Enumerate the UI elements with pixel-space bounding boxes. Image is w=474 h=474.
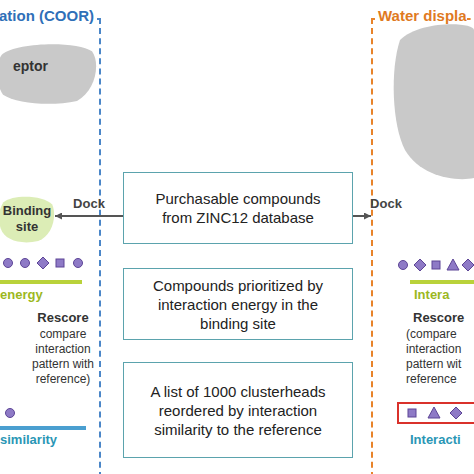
method-panel: Water displa <box>371 18 474 474</box>
step-note: (compare interaction pattern wit referen… <box>406 327 474 387</box>
process-box: A list of 1000 clusterheads reordered by… <box>123 362 353 458</box>
ligand-diamond <box>450 407 462 419</box>
similarity-bar <box>0 426 86 430</box>
ligand-square <box>56 259 64 267</box>
binding-site-shape: Binding site <box>0 195 55 243</box>
ligand-circle <box>21 259 30 268</box>
receptor-label: eptor <box>13 58 48 74</box>
receptor-shape: eptor <box>0 42 97 104</box>
ligand-circle <box>4 259 13 268</box>
score-label: Intera <box>414 287 449 302</box>
ligand-diamond <box>37 257 49 269</box>
highlight-box <box>398 403 474 423</box>
process-box: Compounds prioritized by interaction ene… <box>123 268 353 340</box>
edge-label: Dock <box>370 196 402 211</box>
process-box: Purchasable compounds from ZINC12 databa… <box>123 172 353 244</box>
score-bar <box>0 280 82 284</box>
step-label: Rescore <box>20 310 106 325</box>
panel-heading: ation (COOR) <box>0 7 97 24</box>
blob-fill <box>0 197 54 243</box>
ligand-triangle <box>447 259 459 270</box>
panel-heading: Water displa <box>375 7 467 24</box>
binding-site-label: Binding site <box>0 203 55 235</box>
score-bar <box>410 280 474 284</box>
dock-arrow <box>55 215 123 217</box>
process-text: Purchasable compounds from ZINC12 databa… <box>143 189 333 227</box>
receptor-blob <box>394 24 474 179</box>
process-text: Compounds prioritized by interaction ene… <box>143 276 333 333</box>
ligand-square <box>432 261 440 269</box>
ligand-circle <box>74 259 83 268</box>
method-panel: ation (COOR)eptorBinding site <box>0 18 101 474</box>
ligand-triangle <box>428 407 440 418</box>
score-label: similarity <box>0 432 57 447</box>
score-label: Interacti <box>410 432 461 447</box>
ligand-diamond <box>462 259 474 271</box>
ligand-circle <box>399 261 408 270</box>
step-label: Rescore <box>413 310 464 325</box>
blob-fill <box>0 44 96 104</box>
score-label: energy <box>0 287 43 302</box>
ligand-square <box>408 409 416 417</box>
step-note: compare interaction pattern with referen… <box>20 327 106 387</box>
ligand-diamond <box>414 259 426 271</box>
dock-arrow <box>353 215 371 217</box>
edge-label: Dock <box>73 196 105 211</box>
process-text: A list of 1000 clusterheads reordered by… <box>143 382 333 439</box>
ligand-circle <box>6 409 15 418</box>
